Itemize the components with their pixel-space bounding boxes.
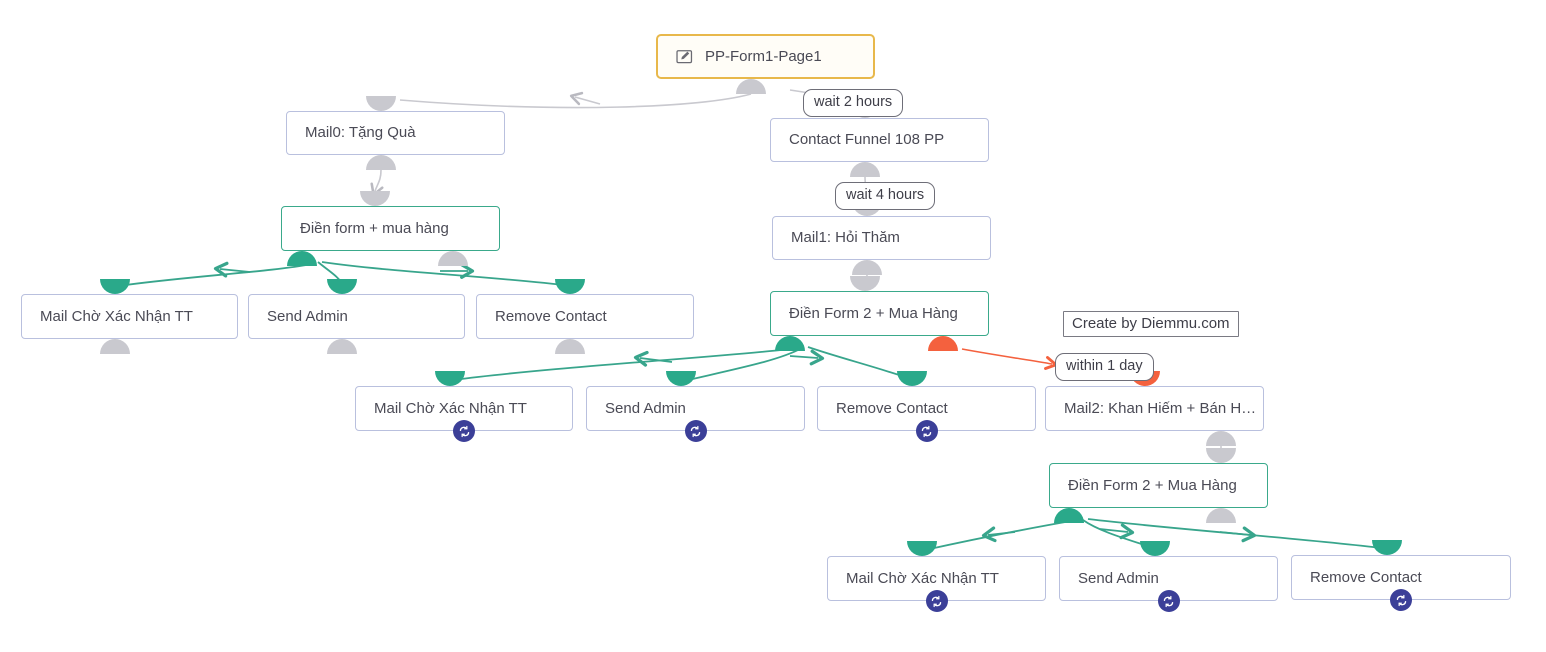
workflow-node-start[interactable]: PP-Form1-Page1	[656, 34, 875, 79]
node-label: PP-Form1-Page1	[705, 47, 822, 65]
node-port[interactable]	[907, 541, 937, 556]
node-port[interactable]	[1054, 508, 1084, 523]
node-port[interactable]	[555, 339, 585, 354]
refresh-icon[interactable]	[915, 420, 938, 442]
edge-mail0-to-form1	[370, 169, 384, 197]
node-label: Điền form + mua hàng	[300, 219, 449, 237]
node-label: Send Admin	[605, 399, 686, 417]
node-label: Remove Contact	[495, 307, 607, 325]
refresh-icon[interactable]	[1157, 590, 1180, 612]
edit-icon	[676, 48, 693, 65]
edge-form2-to-mailcho2	[452, 347, 799, 381]
node-label: Remove Contact	[1310, 568, 1422, 586]
workflow-node-mail2[interactable]: Mail2: Khan Hiếm + Bán H…	[1045, 386, 1264, 431]
node-port[interactable]	[327, 339, 357, 354]
workflow-node-send1[interactable]: Send Admin	[248, 294, 465, 339]
node-label: Mail Chờ Xác Nhận TT	[374, 399, 527, 417]
edge-label-day1[interactable]: within 1 day	[1055, 353, 1154, 381]
node-port[interactable]	[1206, 431, 1236, 446]
node-port[interactable]	[850, 276, 880, 291]
edge-form3-to-mailcho3	[924, 519, 1078, 551]
workflow-node-form3[interactable]: Điền Form 2 + Mua Hàng	[1049, 463, 1268, 508]
node-label: Send Admin	[267, 307, 348, 325]
node-port[interactable]	[1372, 540, 1402, 555]
node-label: Điền Form 2 + Mua Hàng	[789, 304, 958, 322]
node-label: Mail0: Tặng Quà	[305, 124, 416, 141]
workflow-node-form1[interactable]: Điền form + mua hàng	[281, 206, 500, 251]
node-label: Send Admin	[1078, 569, 1159, 587]
refresh-icon[interactable]	[684, 420, 707, 442]
watermark: Create by Diemmu.com	[1063, 311, 1239, 337]
node-port[interactable]	[100, 339, 130, 354]
node-port[interactable]	[897, 371, 927, 386]
edge-label-wait4[interactable]: wait 4 hours	[835, 182, 936, 210]
node-label: Mail Chờ Xác Nhận TT	[846, 569, 999, 587]
node-port[interactable]	[1140, 541, 1170, 556]
node-port[interactable]	[736, 79, 766, 94]
node-port[interactable]	[327, 279, 357, 294]
node-port[interactable]	[366, 96, 396, 111]
edge-form3-to-remove3	[1087, 518, 1391, 550]
node-port[interactable]	[1206, 448, 1236, 463]
node-label: Mail1: Hỏi Thăm	[791, 229, 900, 246]
workflow-node-form2[interactable]: Điền Form 2 + Mua Hàng	[770, 291, 989, 336]
workflow-node-remove1[interactable]: Remove Contact	[476, 294, 694, 339]
node-label: Contact Funnel 108 PP	[789, 131, 945, 148]
refresh-icon[interactable]	[1390, 589, 1412, 611]
node-port[interactable]	[100, 279, 130, 294]
refresh-icon[interactable]	[925, 590, 948, 612]
workflow-node-mail1[interactable]: Mail1: Hỏi Thăm	[772, 216, 991, 260]
node-port[interactable]	[555, 279, 585, 294]
node-port[interactable]	[666, 371, 696, 386]
workflow-node-mailcho1[interactable]: Mail Chờ Xác Nhận TT	[21, 294, 238, 339]
node-label: Remove Contact	[836, 399, 948, 417]
node-port[interactable]	[775, 336, 805, 351]
node-label: Điền Form 2 + Mua Hàng	[1068, 476, 1237, 494]
node-port[interactable]	[852, 260, 882, 275]
node-port[interactable]	[1206, 508, 1236, 523]
edge-form2-to-send2	[687, 347, 825, 381]
edge-form1-to-mailcho1	[117, 261, 313, 287]
workflow-node-funnel[interactable]: Contact Funnel 108 PP	[770, 118, 989, 162]
node-port[interactable]	[287, 251, 317, 266]
node-port[interactable]	[360, 191, 390, 206]
node-label: Mail2: Khan Hiếm + Bán H…	[1064, 399, 1257, 417]
edge-start-to-mail0	[399, 91, 752, 109]
node-port[interactable]	[850, 162, 880, 177]
node-port[interactable]	[366, 155, 396, 170]
edge-label-wait2[interactable]: wait 2 hours	[803, 89, 904, 117]
workflow-node-send3[interactable]: Send Admin	[1059, 556, 1278, 601]
node-port[interactable]	[928, 336, 958, 351]
node-port[interactable]	[438, 251, 468, 266]
node-label: Mail Chờ Xác Nhận TT	[40, 307, 193, 325]
workflow-node-mail0[interactable]: Mail0: Tặng Quà	[286, 111, 505, 155]
refresh-icon[interactable]	[453, 420, 475, 442]
node-port[interactable]	[435, 371, 465, 386]
